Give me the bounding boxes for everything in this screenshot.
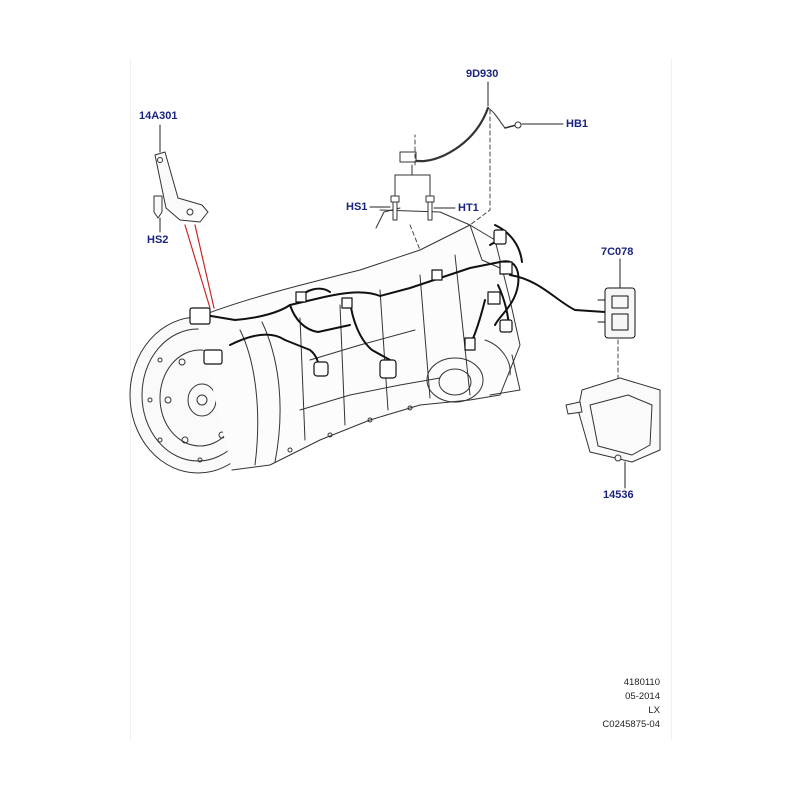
leader-lines — [184, 224, 215, 309]
wiring-harness — [204, 224, 606, 373]
callout-screw-1: HS1 — [346, 201, 368, 213]
callout-leaders — [159, 81, 626, 489]
model-code: LX — [648, 705, 660, 716]
callout-vent-hose: 9D930 — [466, 68, 499, 80]
fasteners — [390, 164, 435, 221]
illustration-id: C0245875-04 — [602, 719, 660, 730]
callout-heat-shield: 14536 — [603, 489, 634, 501]
callout-vent-clip: HB1 — [566, 118, 589, 130]
drawing-number: 4180110 — [623, 677, 660, 688]
bracket-14a301 — [153, 151, 209, 223]
heat-shield-14536 — [565, 377, 661, 463]
connector-7c078 — [597, 287, 636, 339]
callout-bracket-screw: HS2 — [147, 234, 169, 246]
callout-bracket: 14A301 — [139, 110, 178, 122]
callout-connector: 7C078 — [601, 246, 634, 258]
harness-connectors — [189, 229, 513, 379]
drawing-date: 05-2014 — [625, 691, 660, 702]
transmission-case — [195, 207, 521, 471]
callout-stud-1: HT1 — [458, 202, 479, 214]
reference-lines — [409, 109, 619, 379]
vent-hose-9d930 — [399, 106, 522, 163]
